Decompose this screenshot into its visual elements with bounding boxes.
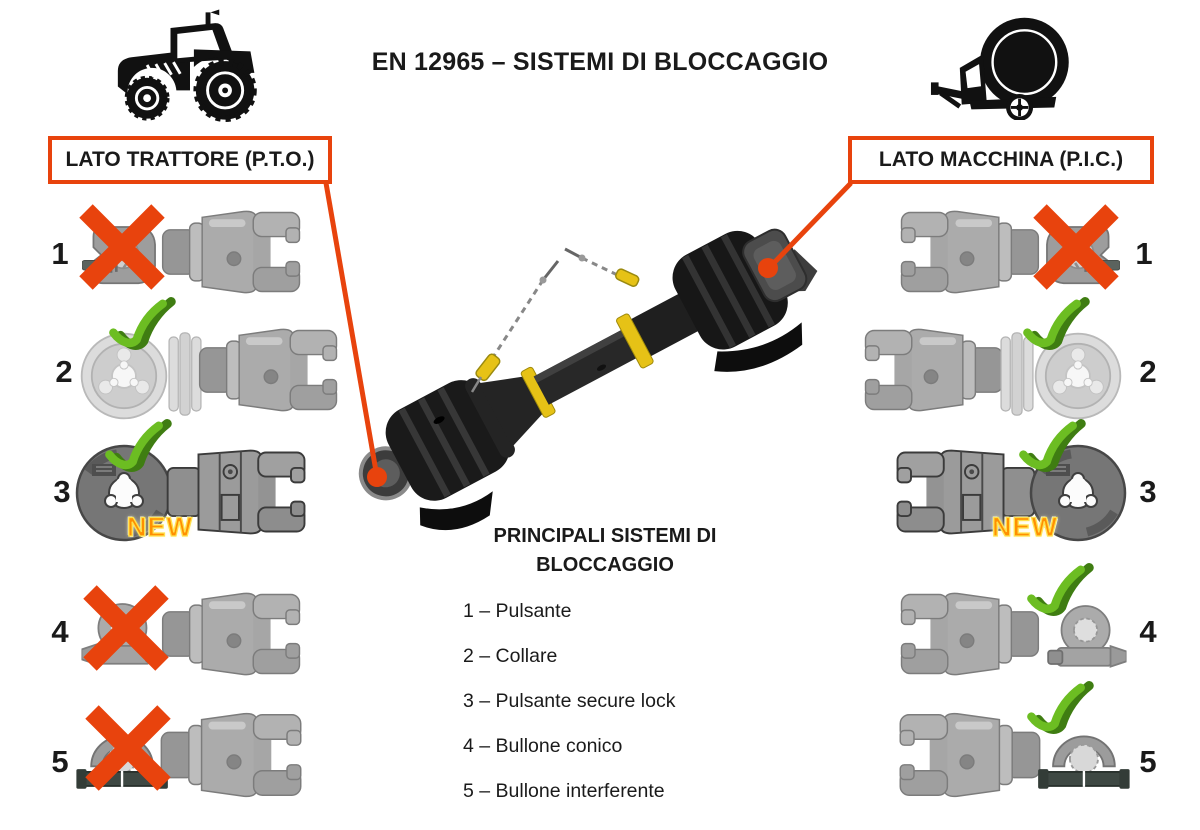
legend-title: PRINCIPALI SISTEMI DI BLOCCAGGIO	[420, 522, 790, 580]
check-icon	[104, 296, 182, 358]
right-row-5-number: 5	[1139, 744, 1157, 779]
left-row-1-number: 1	[51, 236, 69, 271]
tractor-icon	[112, 8, 268, 124]
new-badge: NEW	[126, 511, 193, 542]
check-icon	[1022, 680, 1100, 742]
yoke-icon	[858, 317, 1006, 423]
yoke-icon	[893, 581, 1043, 687]
new-badge: NEW	[991, 511, 1058, 542]
cross-icon	[1026, 197, 1126, 297]
left-row-5-number: 5	[51, 744, 69, 779]
legend-item: 2 – Collare	[463, 645, 558, 667]
yoke-icon	[196, 317, 344, 423]
label-lato-macchina: LATO MACCHINA (P.I.C.)	[848, 136, 1154, 184]
legend-title-line2: BLOCCAGGIO	[536, 554, 674, 576]
yoke-icon	[893, 701, 1043, 809]
round-baler-icon	[928, 12, 1088, 120]
left-row-4-number: 4	[51, 614, 69, 649]
legend-title-line1: PRINCIPALI SISTEMI DI	[493, 525, 717, 547]
pto-shaft-image	[358, 228, 818, 531]
left-row-2-number: 2	[55, 354, 73, 389]
cross-icon	[72, 197, 172, 297]
check-icon	[1014, 418, 1092, 480]
safety-chains	[470, 247, 640, 393]
right-row-2-number: 2	[1139, 354, 1157, 389]
page-title: EN 12965 – SISTEMI DI BLOCCAGGIO	[371, 48, 829, 76]
legend-item: 3 – Pulsante secure lock	[463, 690, 676, 712]
yoke-icon	[893, 199, 1043, 305]
legend-item: 4 – Bullone conico	[463, 735, 623, 757]
cross-icon	[78, 698, 178, 798]
legend-item: 5 – Bullone interferente	[463, 780, 665, 802]
yoke-icon	[158, 701, 308, 809]
label-lato-trattore: LATO TRATTORE (P.T.O.)	[48, 136, 332, 184]
left-row-3-number: 3	[53, 474, 71, 509]
right-row-3-number: 3	[1139, 474, 1157, 509]
check-icon	[1022, 562, 1100, 624]
yoke-icon	[158, 581, 308, 687]
right-row-1-number: 1	[1135, 236, 1153, 271]
yoke-icon	[158, 199, 308, 305]
legend-item: 1 – Pulsante	[463, 600, 572, 622]
check-icon	[100, 418, 178, 480]
check-icon	[1018, 296, 1096, 358]
cross-icon	[76, 578, 176, 678]
right-row-4-number: 4	[1139, 614, 1157, 649]
